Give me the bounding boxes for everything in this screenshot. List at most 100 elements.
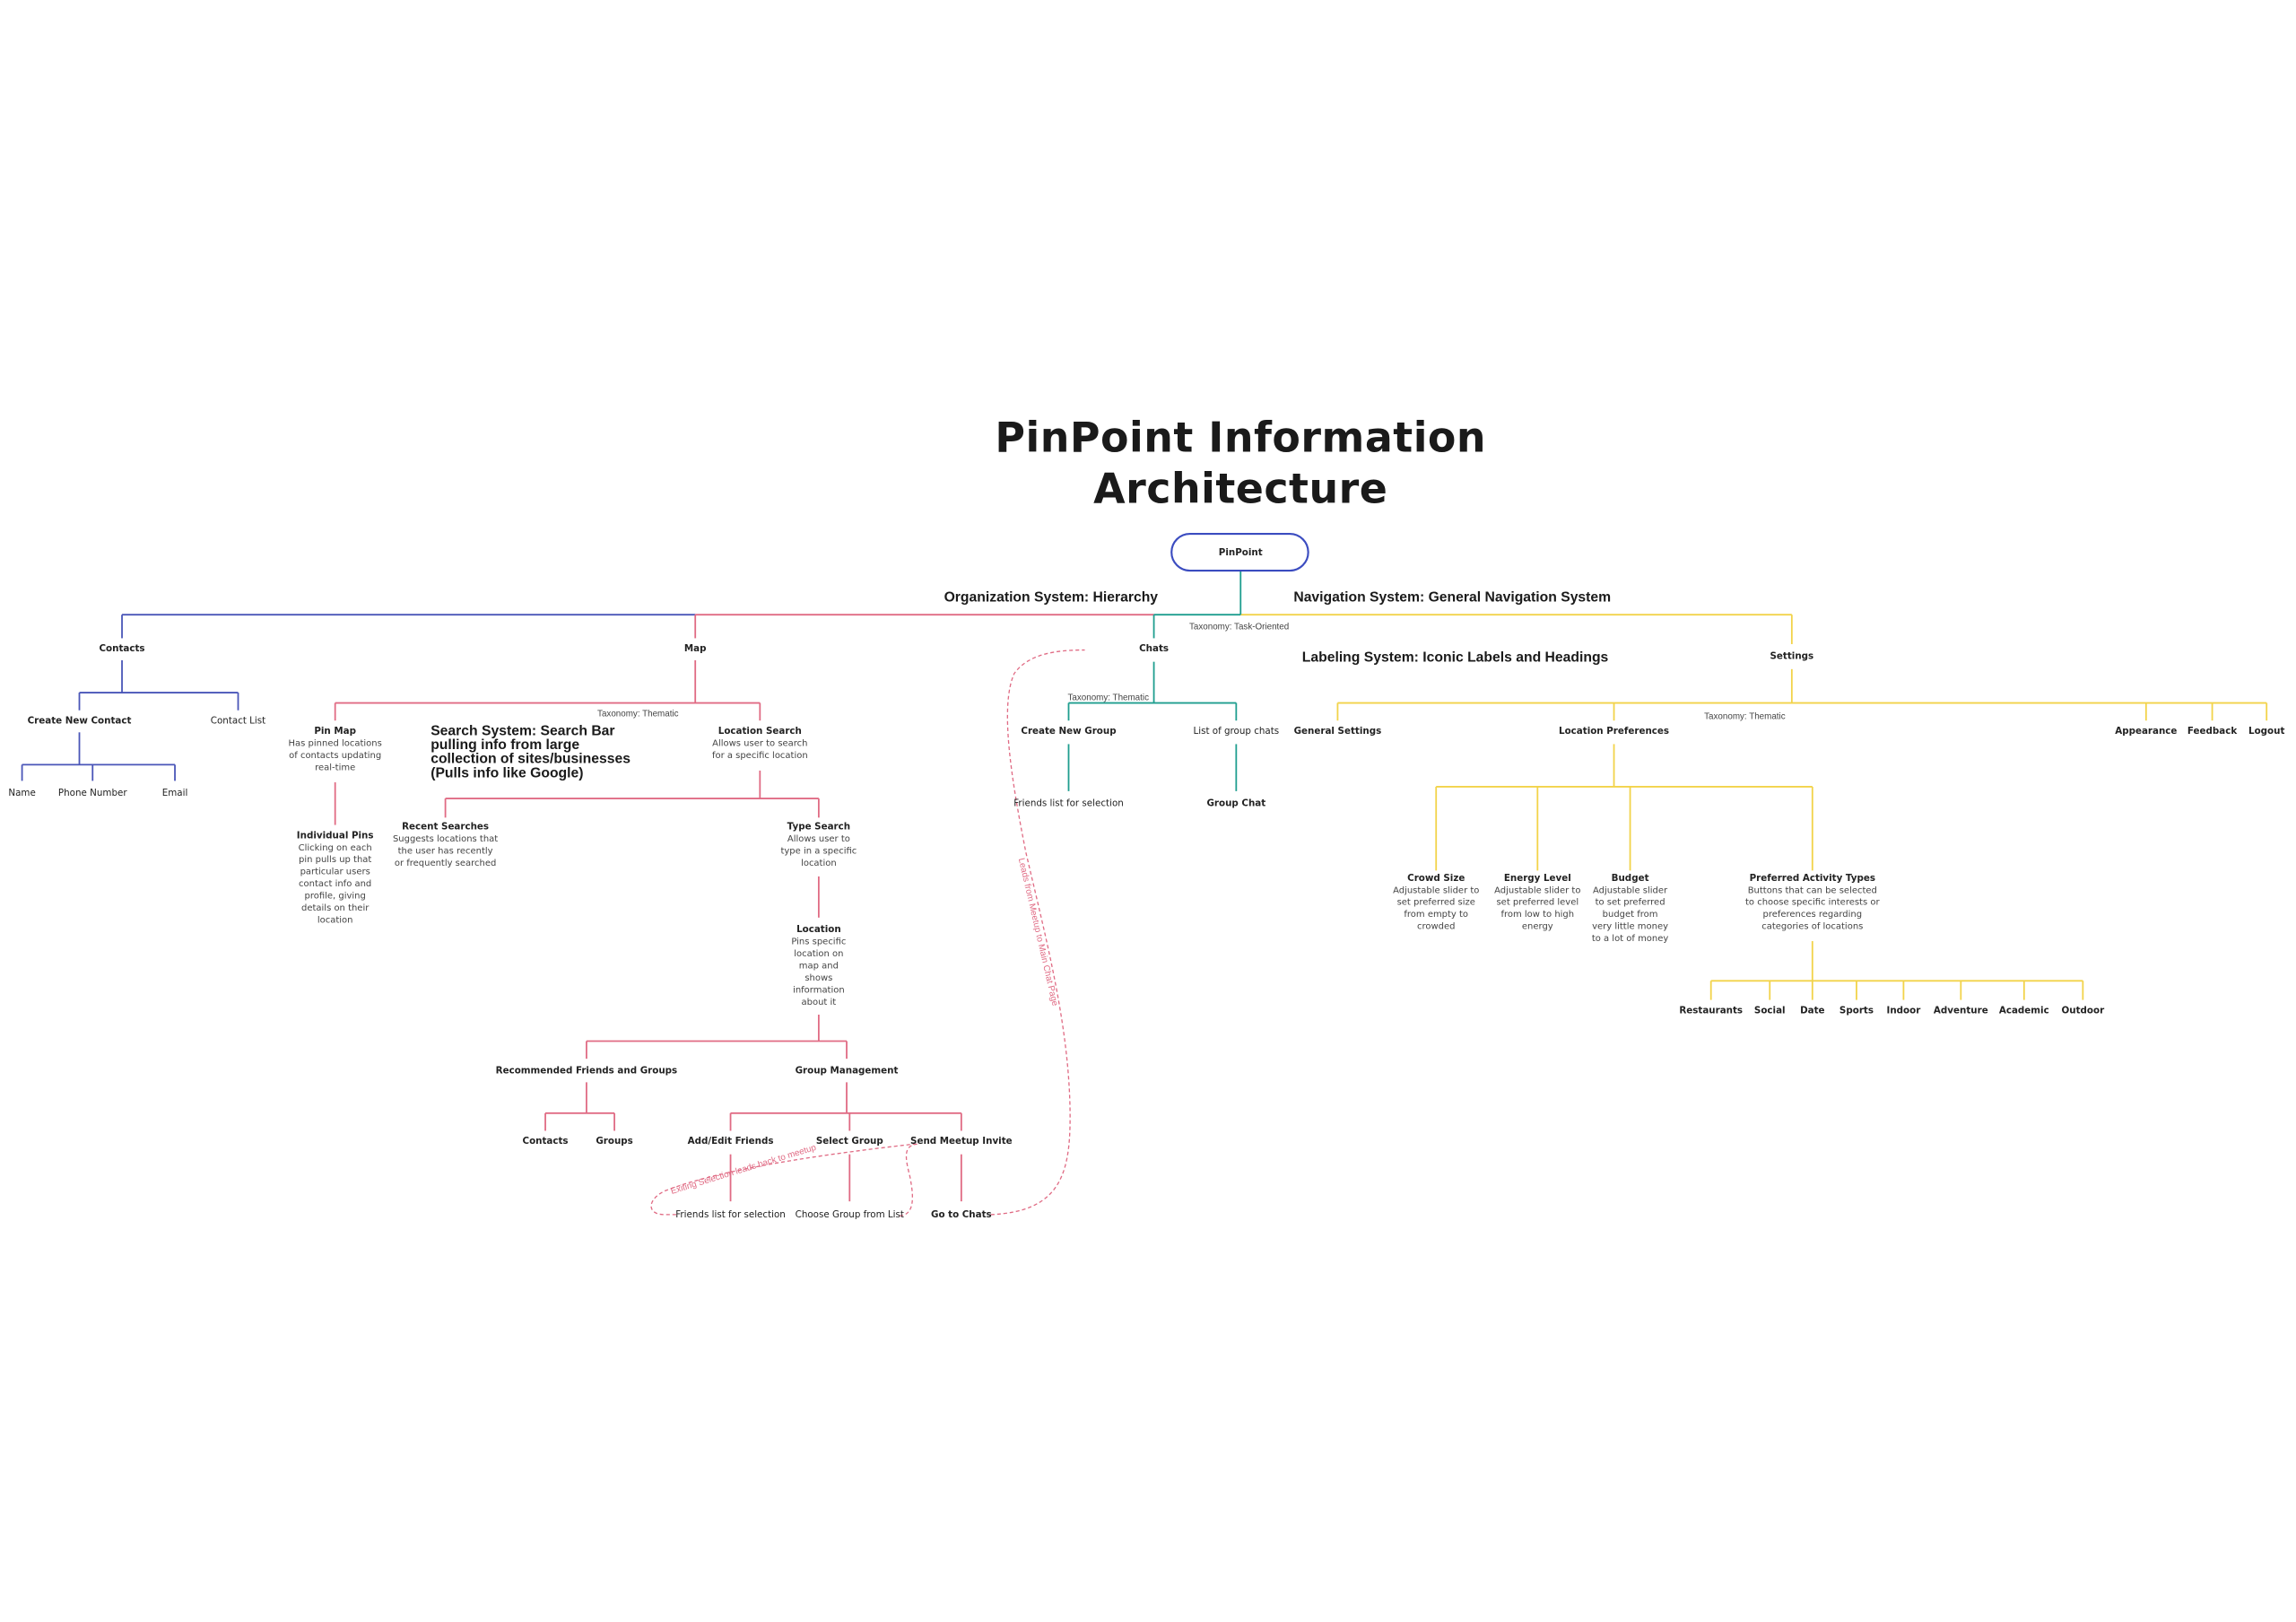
node-title: Location Preferences bbox=[1559, 726, 1669, 737]
node-title: Location Search bbox=[718, 726, 802, 737]
node-title: Create New Group bbox=[1021, 726, 1116, 737]
root-node-pill bbox=[1170, 532, 1309, 572]
node-map: Map bbox=[684, 643, 707, 654]
node-description-line: or frequently searched bbox=[395, 859, 496, 868]
node-rec-contacts: Contacts bbox=[523, 1136, 569, 1147]
node-description-line: for a specific location bbox=[712, 751, 808, 761]
node-phone-number: Phone Number bbox=[58, 788, 127, 798]
node-select-group: Select Group bbox=[816, 1136, 883, 1147]
node-title: Map bbox=[684, 643, 707, 654]
node-adventure: Adventure bbox=[1934, 1005, 1988, 1016]
node-contacts: Contacts bbox=[99, 643, 144, 654]
node-description-line: the user has recently bbox=[398, 846, 493, 856]
node-group-management: Group Management bbox=[796, 1066, 899, 1077]
node-description-line: budget from bbox=[1603, 910, 1658, 920]
node-choose-group: Choose Group from List bbox=[796, 1209, 904, 1220]
search-system-line: Search System: Search Bar bbox=[430, 724, 614, 739]
node-add-edit-friends: Add/Edit Friends bbox=[688, 1136, 774, 1147]
node-title: Group Management bbox=[796, 1066, 899, 1077]
node-title: Groups bbox=[596, 1136, 633, 1147]
node-description-line: categories of locations bbox=[1761, 922, 1863, 932]
node-title: Add/Edit Friends bbox=[688, 1136, 774, 1147]
node-description-line: details on their bbox=[301, 903, 370, 913]
search-system-line: pulling info from large bbox=[430, 737, 579, 753]
node-title: Outdoor bbox=[2062, 1005, 2106, 1016]
node-location-preferences: Location Preferences bbox=[1559, 726, 1669, 737]
node-friends-list-chats: Friends list for selection bbox=[1013, 798, 1124, 808]
node-description-line: of contacts updating bbox=[289, 751, 381, 761]
exiting-selection-annotation: Exiting Selection leads back to meetup bbox=[670, 1143, 818, 1197]
node-recommended: Recommended Friends and Groups bbox=[496, 1066, 678, 1077]
node-description-line: Has pinned locations bbox=[289, 738, 382, 748]
node-outdoor: Outdoor bbox=[2062, 1005, 2106, 1016]
node-rec-groups: Groups bbox=[596, 1136, 633, 1147]
node-title: Create New Contact bbox=[28, 715, 132, 726]
node-description-line: to choose specific interests or bbox=[1745, 898, 1880, 908]
node-title: Select Group bbox=[816, 1136, 883, 1147]
node-description-line: energy bbox=[1522, 922, 1553, 932]
node-description-line: very little money bbox=[1592, 922, 1668, 932]
node-create-new-contact: Create New Contact bbox=[28, 715, 132, 726]
node-date: Date bbox=[1800, 1005, 1824, 1016]
node-description-line: Pins specific bbox=[791, 937, 846, 947]
node-description-line: Suggests locations that bbox=[393, 834, 498, 844]
node-title: Phone Number bbox=[58, 788, 127, 798]
node-title: Academic bbox=[1999, 1005, 2049, 1016]
node-appearance: Appearance bbox=[2115, 726, 2177, 737]
node-indoor: Indoor bbox=[1886, 1005, 1921, 1016]
node-description-line: type in a specific bbox=[780, 846, 857, 856]
node-title: Contact List bbox=[211, 715, 265, 726]
node-group-chat: Group Chat bbox=[1206, 798, 1265, 808]
node-description-line: contact info and bbox=[299, 879, 371, 889]
node-title: Group Chat bbox=[1206, 798, 1265, 808]
node-description-line: from low to high bbox=[1501, 910, 1575, 920]
node-description-line: Allows user to search bbox=[712, 738, 807, 748]
node-title: Friends list for selection bbox=[675, 1209, 786, 1220]
node-title: Email bbox=[162, 788, 188, 798]
node-list-group-chats: List of group chats bbox=[1193, 726, 1279, 737]
node-go-to-chats: Go to Chats bbox=[931, 1209, 992, 1220]
node-sports: Sports bbox=[1839, 1005, 1874, 1016]
node-title: Individual Pins bbox=[297, 830, 374, 841]
node-title: Go to Chats bbox=[931, 1209, 992, 1220]
node-title: Sports bbox=[1839, 1005, 1874, 1016]
page-title-line-2: Architecture bbox=[1093, 465, 1387, 513]
node-title: Contacts bbox=[523, 1136, 569, 1147]
node-description-line: Adjustable slider bbox=[1593, 885, 1668, 895]
node-title: Social bbox=[1754, 1005, 1786, 1016]
search-system-label: Search System: Search Bar pulling info f… bbox=[430, 724, 631, 781]
node-title: Pin Map bbox=[314, 726, 356, 737]
node-friends-list-map: Friends list for selection bbox=[675, 1209, 786, 1220]
node-description-line: set preferred size bbox=[1397, 898, 1475, 908]
node-description-line: preferences regarding bbox=[1762, 910, 1862, 920]
search-system-line: collection of sites/businesses bbox=[430, 752, 631, 767]
node-title: Feedback bbox=[2187, 726, 2238, 737]
node-title: Type Search bbox=[787, 821, 850, 832]
node-title: Energy Level bbox=[1504, 873, 1571, 884]
node-description-line: profile, giving bbox=[304, 892, 365, 902]
node-description-line: Adjustable slider to bbox=[1393, 885, 1479, 895]
node-title: General Settings bbox=[1294, 726, 1382, 737]
node-logout: Logout bbox=[2248, 726, 2284, 737]
node-email: Email bbox=[162, 788, 188, 798]
node-name: Name bbox=[8, 788, 35, 798]
node-general-settings: General Settings bbox=[1294, 726, 1382, 737]
node-description-line: shows bbox=[804, 973, 832, 983]
node-description-line: map and bbox=[799, 962, 839, 972]
node-title: Recommended Friends and Groups bbox=[496, 1066, 678, 1077]
root-node-label: PinPoint bbox=[1219, 547, 1263, 558]
node-title: Friends list for selection bbox=[1013, 798, 1124, 808]
node-title: List of group chats bbox=[1193, 726, 1279, 737]
node-title: Adventure bbox=[1934, 1005, 1988, 1016]
node-description-line: information bbox=[793, 985, 845, 995]
node-title: Send Meetup Invite bbox=[910, 1136, 1013, 1147]
node-title: Crowd Size bbox=[1407, 873, 1465, 884]
organization-system-label: Organization System: Hierarchy bbox=[944, 589, 1159, 605]
search-system-line: (Pulls info like Google) bbox=[430, 765, 583, 780]
